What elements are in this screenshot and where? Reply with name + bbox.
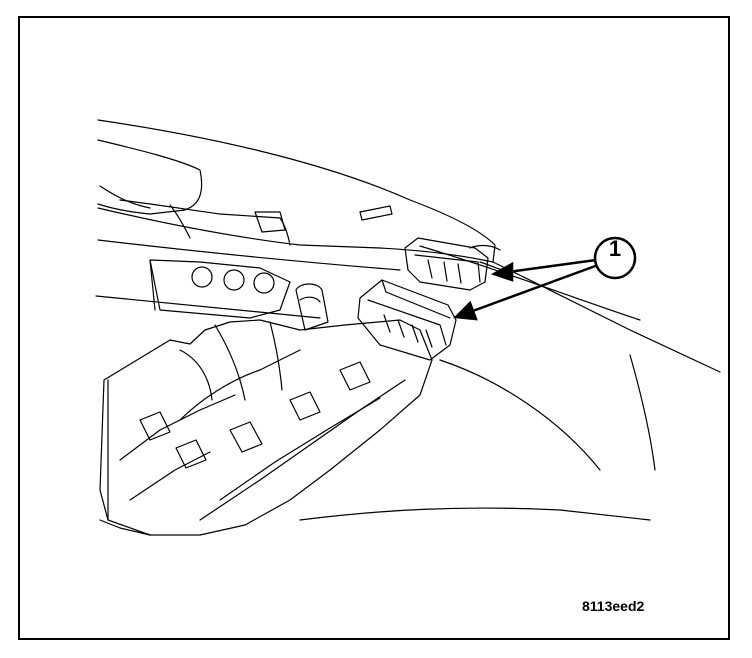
guide-bracket <box>295 283 329 331</box>
callout-leader-upper <box>507 258 597 274</box>
figure-id: 8113eed2 <box>582 598 645 614</box>
panel-edge <box>99 185 151 209</box>
callout-circle <box>593 236 637 280</box>
console-surface <box>149 259 291 319</box>
clip-detail <box>254 211 286 233</box>
upper-panel-outline <box>97 119 496 263</box>
callout-label: 1 <box>608 236 622 261</box>
lower-connector <box>357 279 457 361</box>
upper-wiring <box>119 199 291 246</box>
callout-leader-lower <box>469 263 599 314</box>
upper-panel-inner <box>97 139 203 215</box>
figure-frame <box>18 16 730 640</box>
arrowhead-upper <box>490 261 514 282</box>
arrowhead-lower <box>453 300 478 321</box>
upper-connector <box>404 237 489 291</box>
right-panel-edge <box>492 261 721 373</box>
switch-module-body <box>99 319 433 536</box>
